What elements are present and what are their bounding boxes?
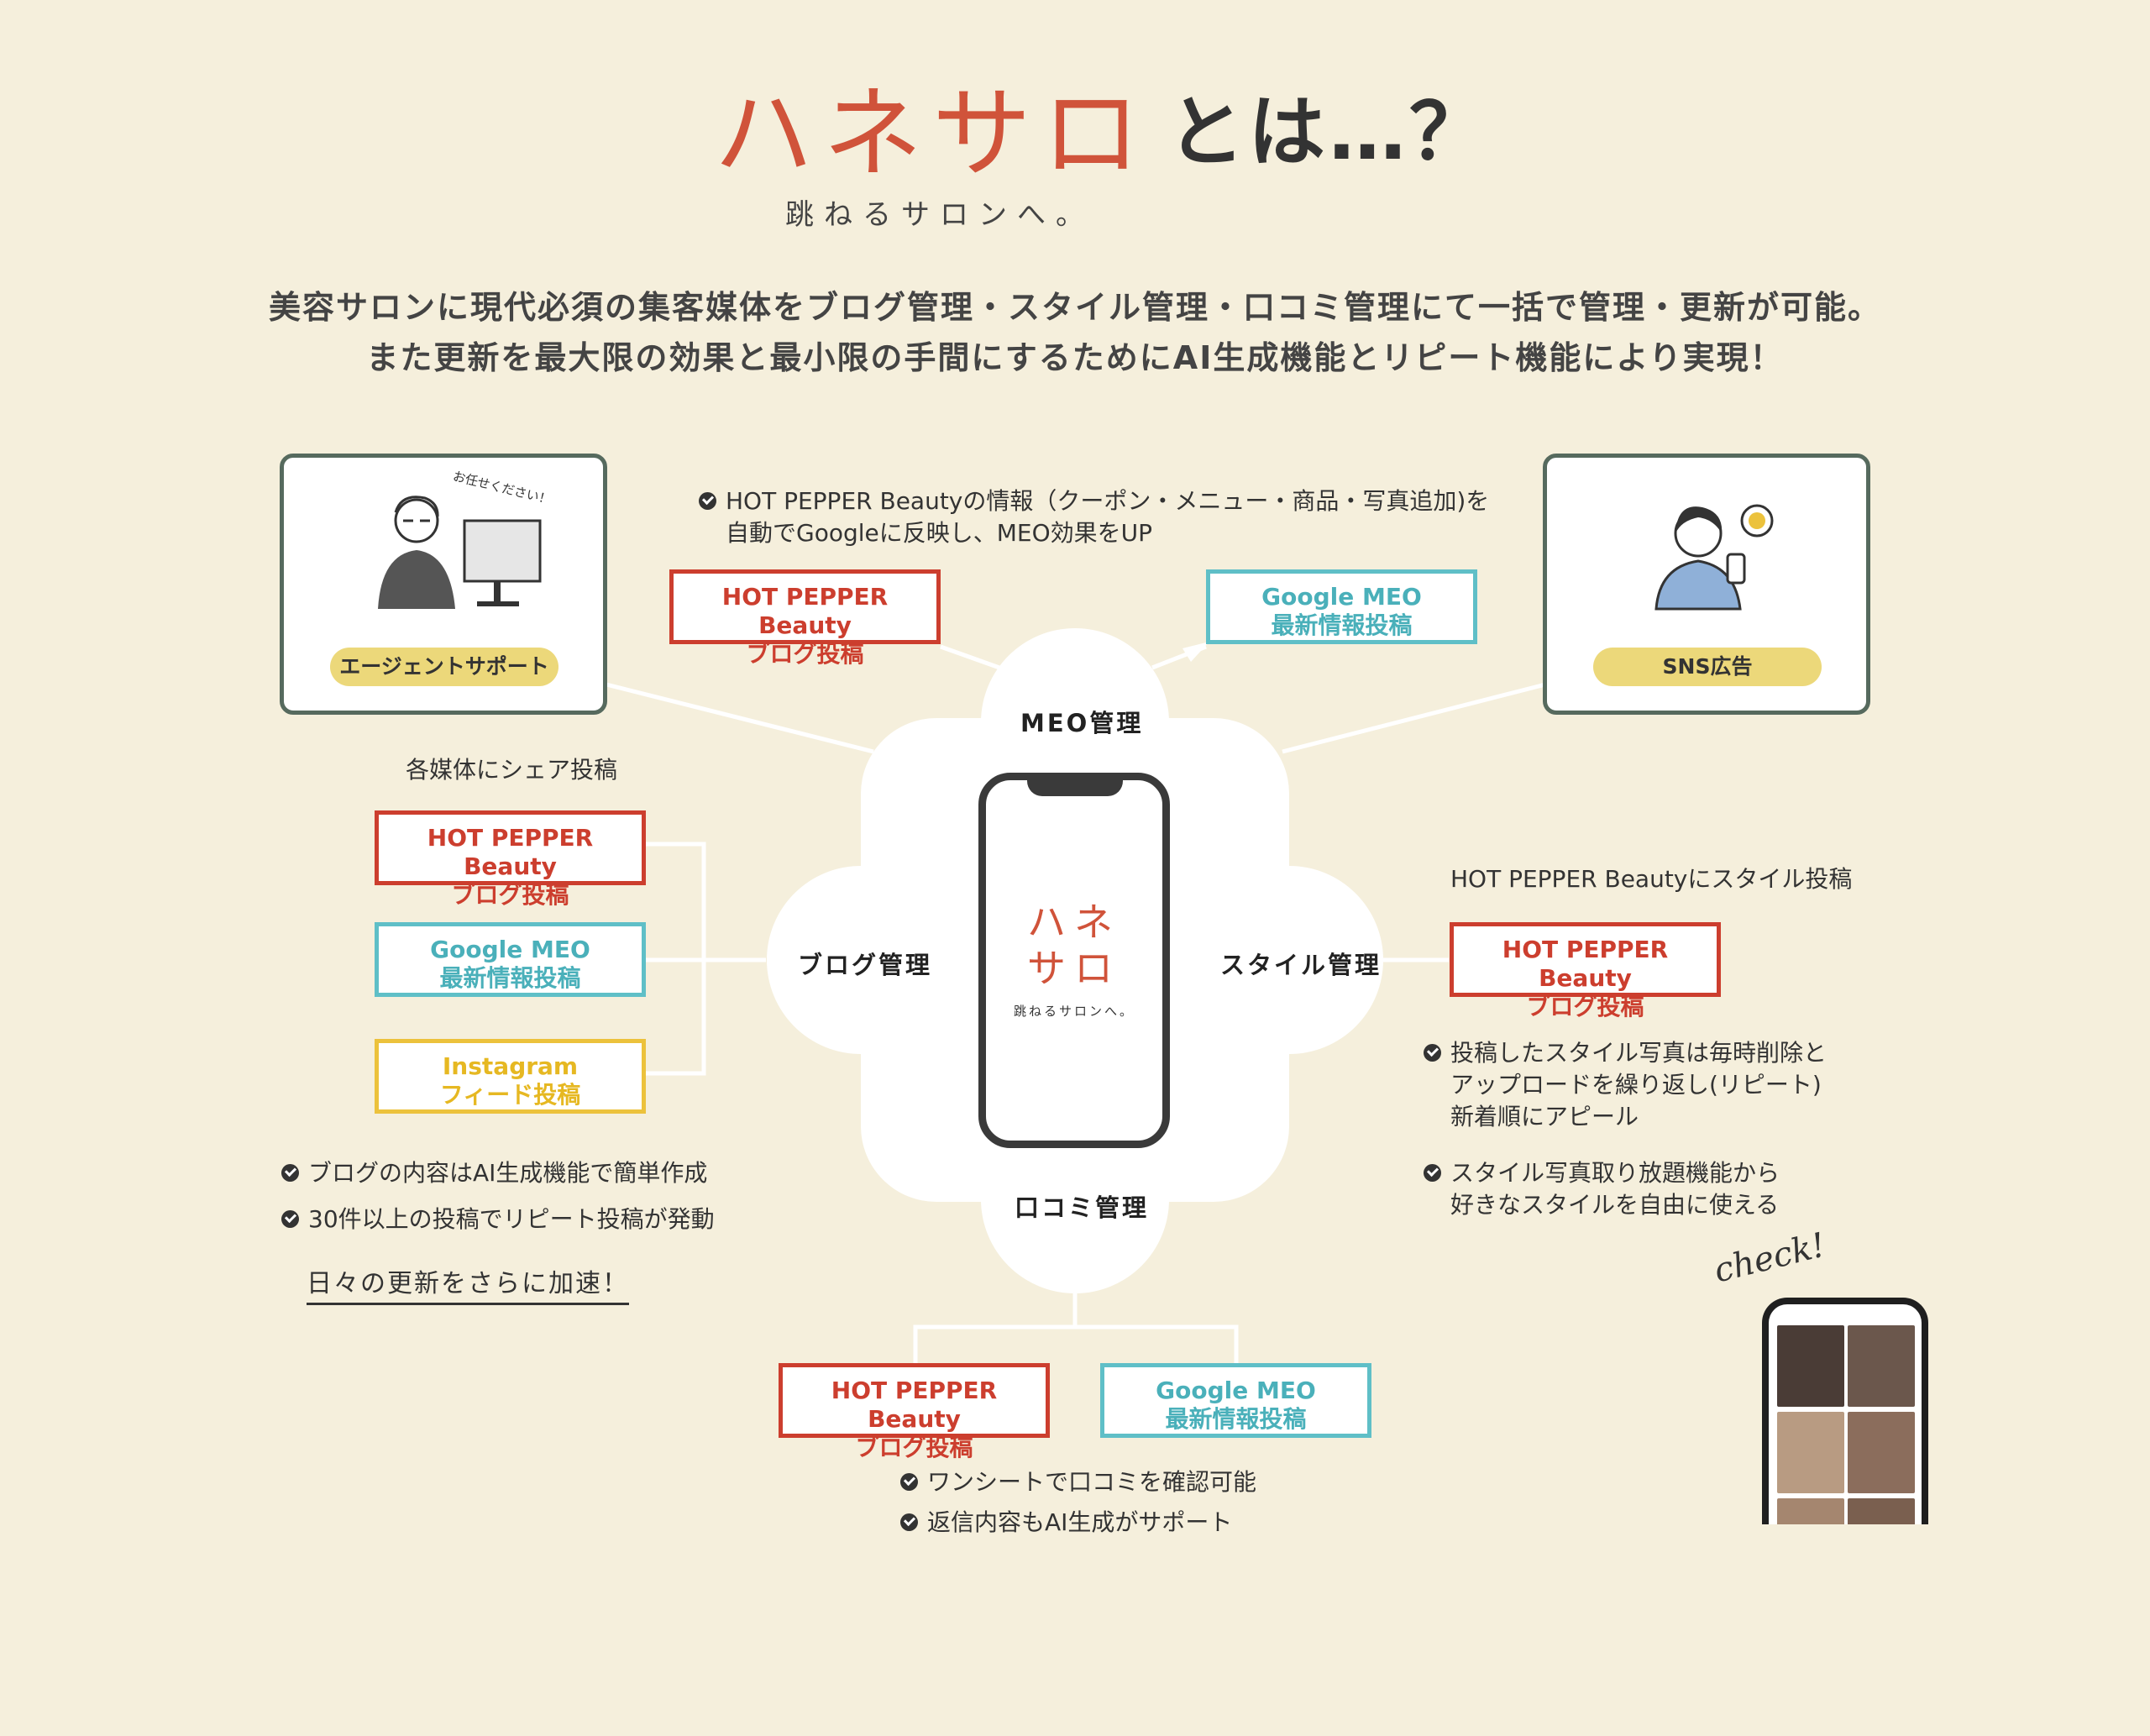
check-circle-icon (900, 1513, 918, 1531)
phone-tagline: 跳ねるサロンへ。 (1013, 1004, 1135, 1019)
check-circle-icon (1424, 1164, 1441, 1182)
sns-illustration (1654, 504, 1774, 611)
connector-lines (606, 644, 1546, 1365)
meo-note-line1: HOT PEPPER Beautyの情報（クーポン・メニュー・商品・写真追加)を (726, 487, 1490, 515)
blog-share-note: 各媒体にシェア投稿 (406, 756, 618, 784)
sns-ad-card: SNS広告 (1543, 454, 1870, 715)
section-blog: ブログ管理 (798, 951, 933, 979)
phone-logo-line1: ハネ (1027, 899, 1121, 945)
check-circle-icon (900, 1473, 918, 1491)
style-bullet-2: スタイル写真取り放題機能から 好きなスタイルを自由に使える (1424, 1157, 1780, 1221)
agent-illustration (378, 496, 542, 609)
section-review: 口コミ管理 (1015, 1193, 1150, 1222)
agent-support-card: お任せください！ エージェントサポート (280, 454, 607, 715)
blog-accent-text: 日々の更新をさらに加速！ (307, 1262, 629, 1305)
brand-tagline: 跳ねるサロンへ。 (785, 198, 1094, 232)
review-bullet-2: 返信内容もAI生成がサポート (900, 1507, 1232, 1539)
sns-ad-label: SNS広告 (1593, 648, 1822, 686)
section-style: スタイル管理 (1220, 951, 1382, 979)
style-photo (1848, 1412, 1915, 1493)
meo-note: HOT PEPPER Beautyの情報（クーポン・メニュー・商品・写真追加)を… (699, 485, 1489, 549)
style-gallery-phone (1762, 1298, 1928, 1524)
lead-line-2: また更新を最大限の効果と最小限の手間にするためにAI生成機能とリピート機能により… (366, 339, 1784, 376)
page-title: とは…？ (1167, 87, 1491, 177)
section-meo: MEO管理 (1020, 709, 1144, 737)
meo-note-line2: 自動でGoogleに反映し、MEO効果をUP (726, 519, 1153, 547)
phone-logo-line2: サロ (1027, 946, 1121, 991)
style-photo (1777, 1412, 1844, 1493)
check-circle-icon (281, 1210, 299, 1228)
check-circle-icon (699, 492, 716, 510)
style-note: HOT PEPPER Beautyにスタイル投稿 (1450, 865, 1853, 893)
check-circle-icon (1424, 1044, 1441, 1062)
agent-support-label: エージェントサポート (330, 648, 558, 686)
phone-notch (1027, 773, 1123, 796)
style-bullet-1: 投稿したスタイル写真は毎時削除と アップロードを繰り返し(リピート) 新着順にア… (1424, 1037, 1827, 1133)
lead-line-1: 美容サロンに現代必須の集客媒体をブログ管理・スタイル管理・口コミ管理にて一括で管… (268, 289, 1881, 326)
review-bullet-1: ワンシートで口コミを確認可能 (900, 1466, 1256, 1498)
check-circle-icon (281, 1164, 299, 1182)
style-photo (1777, 1498, 1844, 1524)
style-photo (1777, 1325, 1844, 1407)
arrow-head-icon (1182, 642, 1209, 662)
brand-logo: ハネサロ (714, 76, 1151, 191)
style-photo (1848, 1325, 1915, 1407)
blog-bullet-1: ブログの内容はAI生成機能で簡単作成 (281, 1157, 707, 1189)
center-phone (978, 773, 1170, 1148)
blog-bullet-2: 30件以上の投稿でリピート投稿が発動 (281, 1204, 715, 1235)
style-photo (1848, 1498, 1915, 1524)
